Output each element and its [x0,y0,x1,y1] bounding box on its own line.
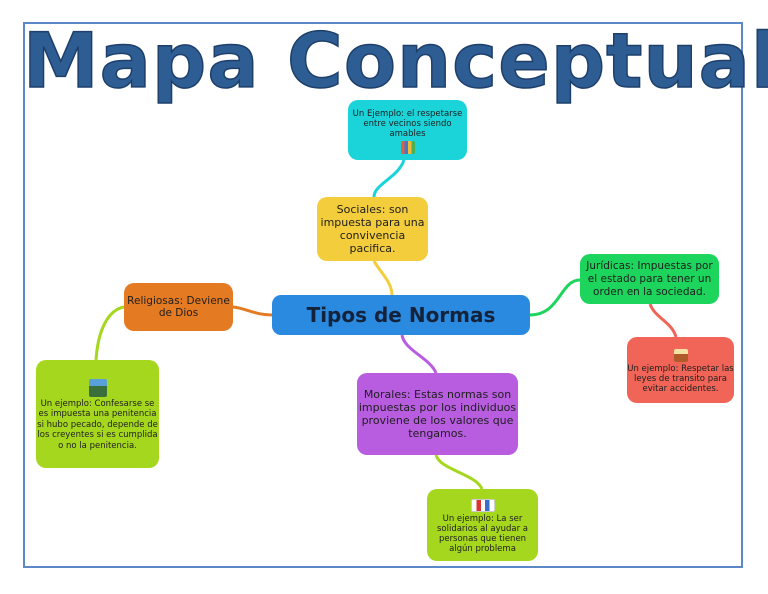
link-center-juridicas [529,278,581,317]
link-sociales-ejemplo [372,159,406,198]
praying-person-icon [88,378,107,397]
link-juridicas-ejemplo [648,303,678,338]
node-ejemplo-social[interactable]: Un Ejemplo: el respetarse entre vecinos … [348,100,467,160]
node-juridicas[interactable]: Jurídicas: Impuestas por el estado para … [580,254,719,304]
people-group-icon [400,140,415,154]
node-ejemplo-religiosas-label: Un ejemplo: Confesarse se es impuesta un… [37,398,158,451]
node-ejemplo-morales[interactable]: Un ejemplo: La ser solidarios al ayudar … [427,489,538,561]
node-sociales[interactable]: Sociales: son impuesta para una conviven… [317,197,428,261]
link-center-sociales [372,260,394,296]
node-ejemplo-religiosas[interactable]: Un ejemplo: Confesarse se es impuesta un… [36,360,159,468]
node-morales[interactable]: Morales: Estas normas son impuestas por … [357,373,518,455]
node-juridicas-label: Jurídicas: Impuestas por el estado para … [586,259,713,298]
node-morales-label: Morales: Estas normas son impuestas por … [358,388,517,440]
page-title: Mapa Conceptual [22,16,768,105]
link-center-religiosas [232,305,273,317]
node-ejemplo-social-label: Un Ejemplo: el respetarse entre vecinos … [352,108,463,139]
central-node-label: Tipos de Normas [306,303,496,327]
node-ejemplo-juridicas-label: Un ejemplo: Respetar las leyes de transi… [627,363,734,394]
link-morales-ejemplo [434,454,484,490]
node-ejemplo-morales-label: Un ejemplo: La ser solidarios al ayudar … [436,513,529,554]
judge-gavel-icon [673,348,688,362]
helping-hands-icon [470,498,495,512]
link-religiosas-ejemplo [94,305,125,361]
link-center-morales [400,334,438,374]
node-religiosas[interactable]: Religiosas: Deviene de Dios [124,283,233,331]
central-node[interactable]: Tipos de Normas [272,295,530,335]
node-sociales-label: Sociales: son impuesta para una conviven… [320,203,425,255]
node-ejemplo-juridicas[interactable]: Un ejemplo: Respetar las leyes de transi… [627,337,734,403]
node-religiosas-label: Religiosas: Deviene de Dios [127,295,230,319]
